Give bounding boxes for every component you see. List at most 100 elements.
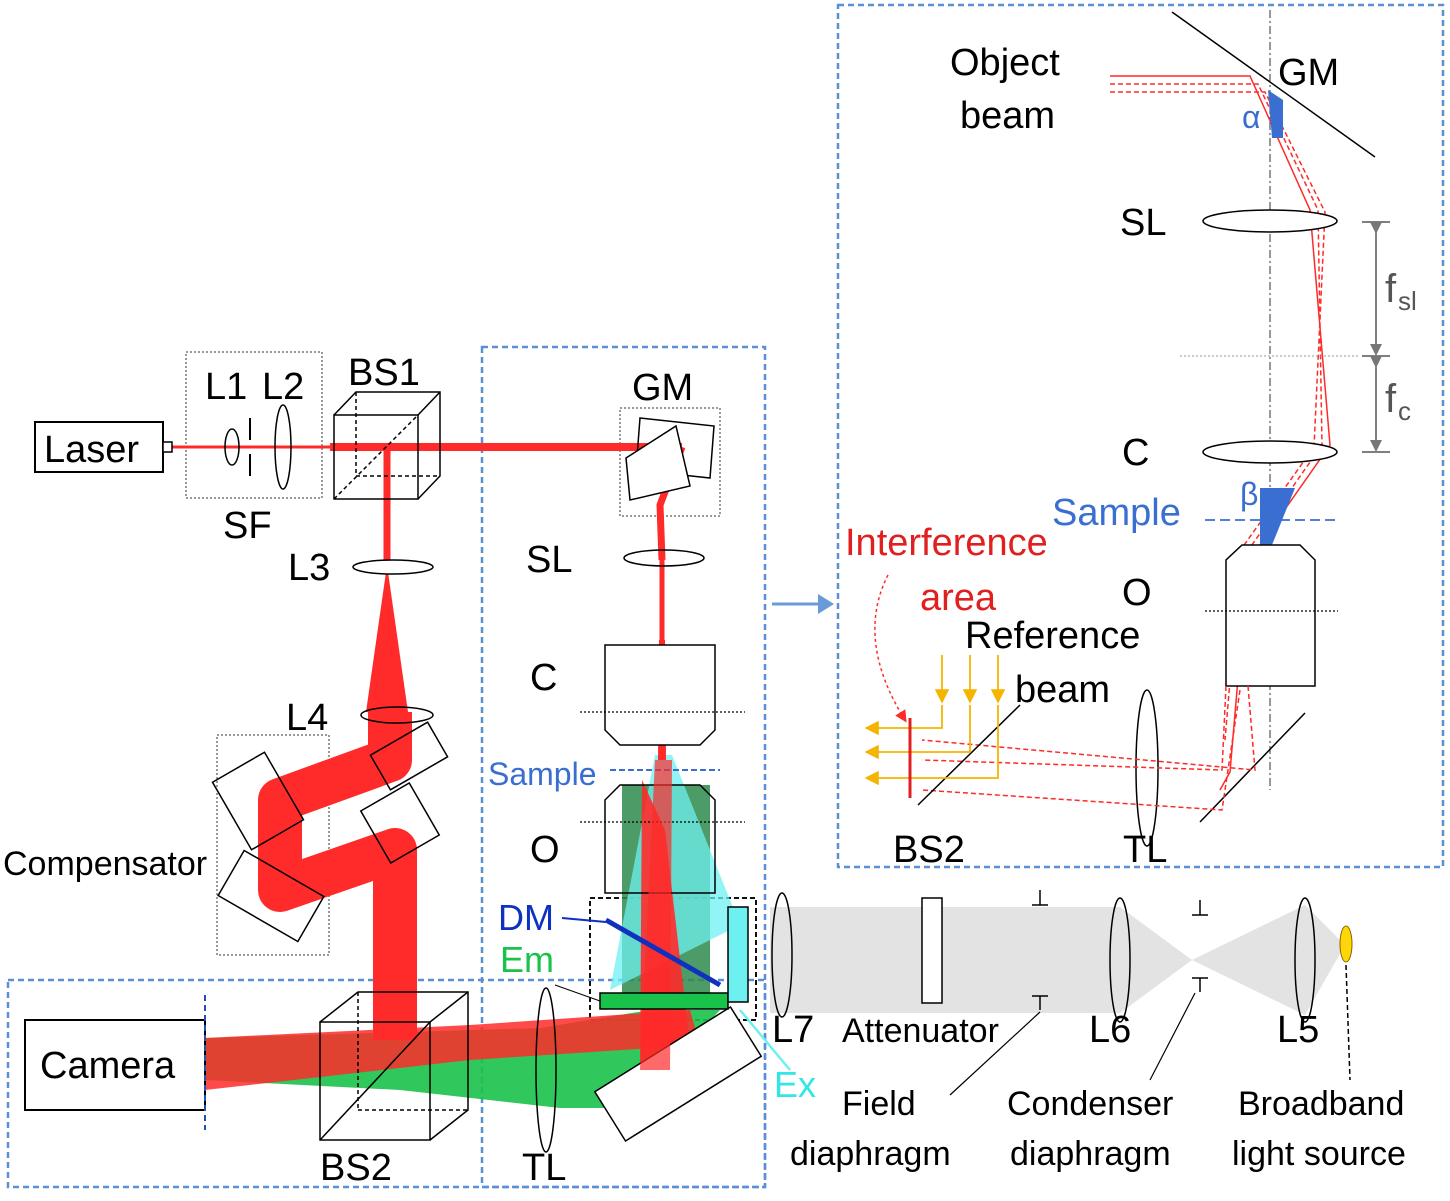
camera-box bbox=[6, 978, 767, 1189]
illumination-beam-cone bbox=[1192, 905, 1345, 1015]
ex-leader bbox=[739, 1009, 791, 1071]
inset-focal-bars bbox=[1362, 221, 1390, 453]
zoom-arrow-head bbox=[818, 594, 834, 614]
inset-bs2 bbox=[917, 704, 1021, 806]
inset-beta-wedge bbox=[1260, 488, 1295, 545]
label-field-diaphragm-1: Field bbox=[842, 1085, 916, 1123]
inset-label-bs2: BS2 bbox=[893, 829, 965, 871]
inset-label-beta: β bbox=[1240, 476, 1258, 512]
condenser-diaphragm-icon bbox=[1192, 900, 1208, 992]
bs2-cube bbox=[319, 991, 469, 1141]
inset-label-interference-2: area bbox=[920, 577, 997, 619]
label-broadband-2: light source bbox=[1232, 1135, 1406, 1173]
label-tl: TL bbox=[522, 1147, 566, 1189]
label-sl: SL bbox=[526, 539, 572, 581]
objective-o bbox=[580, 784, 745, 894]
compensator-beam bbox=[258, 712, 417, 1040]
lens-l5 bbox=[1294, 897, 1316, 1023]
gm-mirror bbox=[625, 417, 715, 501]
inset-lens-c bbox=[1202, 440, 1338, 464]
label-l6: L6 bbox=[1089, 1009, 1131, 1051]
inset-label-f-c-sub: c bbox=[1398, 396, 1411, 426]
label-broadband-1: Broadband bbox=[1238, 1085, 1404, 1123]
lens-l2 bbox=[274, 404, 292, 490]
inset-gm-mirror bbox=[1171, 11, 1376, 158]
inset-label-tl: TL bbox=[1123, 829, 1167, 871]
lens-tl bbox=[535, 987, 557, 1153]
lens-l7 bbox=[771, 892, 793, 1018]
label-dm: DM bbox=[498, 897, 554, 938]
laser-aperture bbox=[162, 441, 173, 453]
inset-label-reference-1: Reference bbox=[965, 615, 1140, 657]
attenuator-plate bbox=[921, 897, 943, 1004]
label-l7: L7 bbox=[772, 1009, 814, 1051]
combined-beam bbox=[205, 1010, 700, 1090]
condenser-leader bbox=[1149, 992, 1196, 1081]
lens-l6 bbox=[1109, 897, 1131, 1023]
inset-label-c: C bbox=[1122, 432, 1149, 474]
inset-label-o: O bbox=[1122, 572, 1152, 614]
camera-box-body bbox=[24, 1019, 206, 1111]
label-condenser-diaphragm-1: Condenser bbox=[1007, 1085, 1173, 1123]
label-sf: SF bbox=[223, 505, 272, 547]
inset-box bbox=[836, 3, 1445, 869]
label-o: O bbox=[530, 829, 560, 871]
label-c: C bbox=[530, 657, 557, 699]
illumination-beam bbox=[770, 907, 1192, 1013]
label-condenser-diaphragm-2: diaphragm bbox=[1010, 1135, 1171, 1173]
lens-l4 bbox=[360, 706, 434, 724]
inset-reference-beam bbox=[864, 655, 1006, 786]
label-l1: L1 bbox=[205, 366, 247, 408]
label-em: Em bbox=[500, 939, 554, 980]
lens-l1 bbox=[224, 428, 240, 466]
bs1-cube bbox=[333, 391, 441, 500]
lens-l3 bbox=[352, 559, 434, 575]
label-ex: Ex bbox=[774, 1064, 816, 1105]
inset-label-object-beam-2: beam bbox=[960, 95, 1055, 137]
lamp-icon bbox=[1339, 925, 1353, 963]
gm-box bbox=[619, 407, 721, 517]
inset-label-sl: SL bbox=[1120, 202, 1166, 244]
inset-label-reference-2: beam bbox=[1015, 669, 1110, 711]
field-diaphragm-icon bbox=[1032, 890, 1048, 1010]
inset-return-beams bbox=[921, 685, 1256, 811]
inset-label-alpha: α bbox=[1242, 99, 1261, 135]
inset-label-f-sl: f bbox=[1385, 267, 1397, 311]
condenser-c bbox=[580, 644, 745, 746]
label-compensator: Compensator bbox=[3, 845, 207, 883]
label-laser: Laser bbox=[44, 429, 139, 471]
lens-sl bbox=[623, 549, 705, 567]
emission-filter bbox=[599, 992, 729, 1010]
dm-leader bbox=[561, 917, 607, 923]
inset-label-gm: GM bbox=[1278, 52, 1339, 94]
dichroic-mirror bbox=[604, 917, 722, 988]
lamp-leader bbox=[1345, 964, 1351, 1081]
inset-objective-o bbox=[1205, 544, 1338, 687]
inset-fold-mirror bbox=[1199, 712, 1306, 823]
laser-expand-cone bbox=[366, 565, 408, 712]
excitation-filter bbox=[727, 906, 749, 1003]
laser-box bbox=[34, 421, 164, 473]
inset-lens-sl bbox=[1202, 209, 1338, 233]
label-bs2: BS2 bbox=[320, 1147, 392, 1189]
label-gm: GM bbox=[632, 367, 693, 409]
label-attenuator: Attenuator bbox=[842, 1012, 999, 1050]
label-l4: L4 bbox=[286, 697, 328, 739]
inset-alpha-wedge bbox=[1268, 90, 1283, 138]
compensator-box bbox=[216, 734, 330, 956]
sf-box bbox=[185, 351, 323, 499]
label-l5: L5 bbox=[1277, 1009, 1319, 1051]
inset-label-f-c: f bbox=[1385, 377, 1397, 421]
inset-label-f-sl-sub: sl bbox=[1398, 286, 1417, 316]
em-leader bbox=[554, 984, 601, 1002]
label-l2: L2 bbox=[262, 366, 304, 408]
field-leader bbox=[949, 1011, 1041, 1096]
inset-object-beam bbox=[1110, 75, 1331, 791]
label-camera: Camera bbox=[40, 1045, 176, 1087]
inset-label-object-beam-1: Object bbox=[950, 42, 1060, 84]
label-sample: Sample bbox=[488, 756, 597, 792]
label-bs1: BS1 bbox=[348, 352, 420, 394]
inset-label-sample: Sample bbox=[1052, 492, 1181, 534]
inset-interference-arrow bbox=[874, 574, 907, 723]
